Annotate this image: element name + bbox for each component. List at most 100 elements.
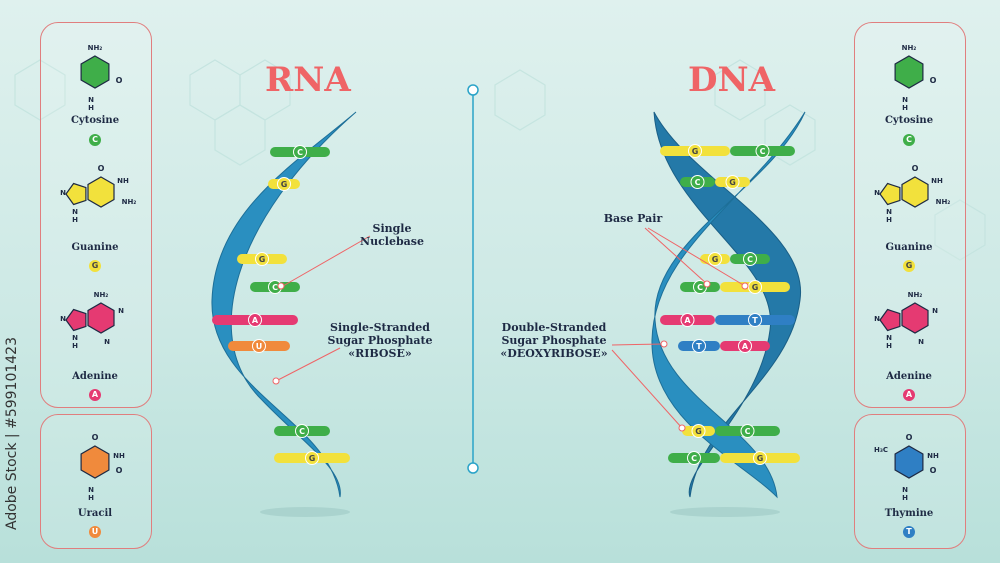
thymine-ring xyxy=(894,445,924,479)
rna-strand-line-1: Single-Stranded xyxy=(330,321,430,334)
uracil-panel xyxy=(40,414,152,549)
dna-base-pair-dot-2 xyxy=(741,282,749,290)
right-adenine-atom-h: H xyxy=(886,342,892,350)
right-guanine-atom-n-left: N xyxy=(874,189,880,197)
dna-strand-line-2: Sugar Phosphate xyxy=(501,334,607,347)
dna-pair-4-left-badge-letter: A xyxy=(684,316,691,325)
dna-pair-6-left-badge-letter: G xyxy=(695,427,702,436)
dna-pair-3-left-badge-letter: C xyxy=(697,283,703,292)
left-guanine-atom-n-low: N xyxy=(72,208,78,216)
dna-pair-5-left-badge-letter: T xyxy=(696,342,702,351)
left-guanine-atom-o: O xyxy=(98,164,105,173)
dna-pair-4-right-badge-letter: T xyxy=(752,316,758,325)
right-adenine-hex-ring xyxy=(901,302,929,334)
dna-pair-1-left-badge-letter: C xyxy=(695,178,701,187)
uracil-ring xyxy=(80,445,110,479)
right-guanine-badge: G xyxy=(903,260,915,272)
left-cytosine-atom-n: N xyxy=(88,96,94,104)
dna-base-pair-pointer-2 xyxy=(647,227,746,287)
right-adenine-pent-ring xyxy=(879,308,901,332)
left-adenine-atom-n-low: N xyxy=(72,334,78,342)
thymine-atom-h: H xyxy=(902,494,908,502)
rna-rung-2-badge-circle xyxy=(255,252,269,266)
rna-single-nucleobase-label: Single Nuclebase xyxy=(352,222,432,248)
rna-rung-6-badge-letter: C xyxy=(299,427,305,436)
dna-shadow xyxy=(670,507,780,517)
right-guanine-atom-nh2: NH₂ xyxy=(936,198,951,206)
left-cytosine-atom-o: O xyxy=(116,76,123,85)
dna-base-pair-pointer-1 xyxy=(644,227,708,285)
dna-pair-6-left-badge-circle xyxy=(691,424,706,438)
left-guanine-hex-ring xyxy=(87,176,115,208)
right-adenine-atom-n-low: N xyxy=(886,334,892,342)
left-adenine-badge: A xyxy=(89,389,101,401)
uracil-atom-nh: NH xyxy=(113,452,125,460)
dna-pair-2-left-badge-circle xyxy=(708,252,722,266)
dna-strand-line-1: Double-Stranded xyxy=(501,321,607,334)
right-guanine-name: Guanine xyxy=(885,242,933,253)
dna-strand-dot-1 xyxy=(660,340,668,348)
dna-pair-3-right-badge-circle xyxy=(748,280,762,294)
uracil-atom-h: H xyxy=(88,494,94,502)
rna-rung-1-badge-letter: G xyxy=(281,180,288,189)
rna-rung-0-badge-circle xyxy=(293,145,307,159)
left-guanine-name: Guanine xyxy=(71,242,119,253)
right-adenine-atom-nh2: NH₂ xyxy=(908,291,923,299)
dna-pair-7-right-badge-circle xyxy=(753,451,767,465)
right-cytosine-ring xyxy=(894,55,924,89)
left-guanine-atom-nh2: NH₂ xyxy=(122,198,137,206)
left-cytosine-ring xyxy=(80,55,110,89)
uracil-atom-o: O xyxy=(116,466,123,475)
rna-backbone xyxy=(211,111,357,498)
uracil-name: Uracil xyxy=(77,508,113,519)
center-divider xyxy=(467,84,479,474)
rna-rung-5-badge-circle xyxy=(252,339,266,353)
rna-rung-4-badge-circle xyxy=(248,313,262,327)
dna-pair-7-right-badge-letter: G xyxy=(757,454,764,463)
right-adenine-atom-n-left: N xyxy=(874,315,880,323)
right-cytosine-badge: C xyxy=(903,134,915,146)
rna-nucleobase-line-2: Nuclebase xyxy=(360,235,424,248)
thymine-atom-n: N xyxy=(902,486,908,494)
right-guanine-atom-o: O xyxy=(912,164,919,173)
dna-pair-5-right-badge-circle xyxy=(738,339,752,353)
right-cytosine-atom-o: O xyxy=(930,76,937,85)
rna-strand-label: Single-Stranded Sugar Phosphate «RIBOSE» xyxy=(325,321,435,360)
dna-pair-7-left-badge-letter: C xyxy=(691,454,697,463)
left-guanine-atom-nh: NH xyxy=(117,177,129,185)
rna-rung-5-badge-letter: U xyxy=(256,342,263,351)
dna-pair-0-right-badge-circle xyxy=(755,144,770,158)
right-guanine-hex-ring xyxy=(901,176,929,208)
left-adenine-pent-ring xyxy=(65,308,87,332)
dna-pair-2-right-badge-letter: C xyxy=(747,255,753,264)
rna-shadow xyxy=(260,507,350,517)
dna-pair-5-right-badge-letter: A xyxy=(742,342,749,351)
left-adenine-atom-n-bottom: N xyxy=(104,338,110,346)
rna-strand-line-2: Sugar Phosphate xyxy=(327,334,433,347)
dna-strand-dot-2 xyxy=(678,424,686,432)
rna-rung-3-badge-letter: C xyxy=(272,283,278,292)
left-adenine-atom-n-right: N xyxy=(118,307,124,315)
thymine-atom-h3c: H₃C xyxy=(874,446,888,454)
left-cytosine-atom-nh2: NH₂ xyxy=(88,44,103,52)
right-guanine-atom-n-low: N xyxy=(886,208,892,216)
dna-pair-6-right-badge-circle xyxy=(740,424,755,438)
right-adenine-atom-n-right: N xyxy=(932,307,938,315)
dna-pair-1-left-badge-circle xyxy=(690,175,705,189)
left-adenine-atom-h: H xyxy=(72,342,78,350)
right-guanine-pent-ring xyxy=(879,182,901,206)
thymine-atom-nh: NH xyxy=(927,452,939,460)
dna-strand-line-3: «DEOXYRIBOSE» xyxy=(500,347,608,360)
dna-pair-6-right-badge-letter: C xyxy=(745,427,751,436)
rna-nucleobase-pointer-dot xyxy=(277,282,285,290)
dna-pair-1-right-badge-circle xyxy=(725,175,740,189)
dna-pair-5-left-badge-circle xyxy=(692,339,706,353)
right-guanine-atom-h: H xyxy=(886,216,892,224)
